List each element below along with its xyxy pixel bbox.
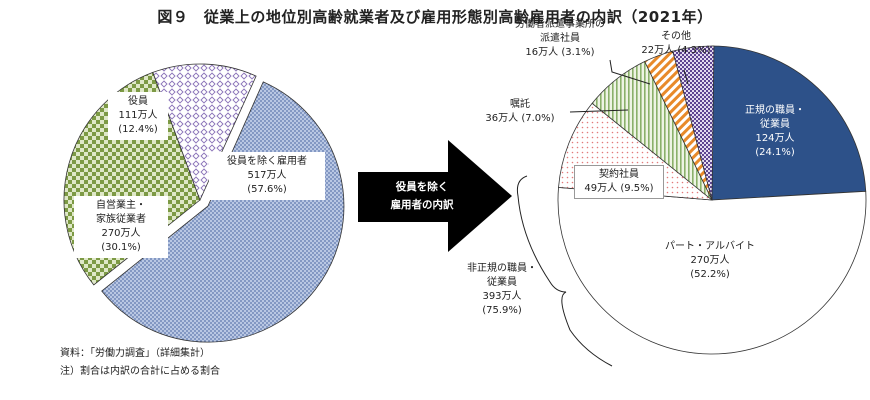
label-employees: 役員を除く雇用者 517万人 (57.6%) [209,152,325,200]
slice-percent: (30.1%) [101,242,141,253]
slice-label: 正規の職員・ [745,105,805,116]
slice-value-line: 49万人 (9.5%) [581,182,657,196]
slice-value-line: 36万人 (7.0%) [472,112,568,126]
slice-value-line: 16万人 (3.1%) [500,46,620,60]
slice-percent: (3.1%) [561,47,595,58]
slice-percent: (7.0%) [521,113,555,124]
slice-percent: (24.1%) [755,147,795,158]
pie-slice [557,187,867,355]
slice-label: その他 [661,31,691,42]
slice-value: 22万人 [641,45,675,56]
pie-right [557,45,867,355]
label-regular: 正規の職員・ 従業員 124万人 (24.1%) [728,104,822,160]
slice-label: 労働者派遣事業所の [515,19,605,30]
source-note: 資料：「労働力調査」（詳細集計） [60,348,210,359]
pie-slice [152,63,257,202]
label-dispatch: 労働者派遣事業所の 派遣社員 16万人 (3.1%) [500,18,620,60]
label-officers: 役員 111万人 (12.4%) [108,92,168,140]
slice-value: 111万人 [118,110,158,121]
slice-percent: (52.2%) [690,269,730,280]
pie-slice [101,81,345,343]
footnote: 注）割合は内訳の合計に占める割合 [60,366,220,377]
arrow-label: 役員を除く 雇用者の内訳 [372,178,472,214]
label-contract: 契約社員 49万人 (9.5%) [574,165,664,199]
slice-value: 270万人 [101,228,141,239]
slice-label: 派遣社員 [540,33,580,44]
slice-percent: (4.3%) [677,45,711,56]
slice-value: 49万人 [584,183,618,194]
label-self-employed: 自営業主・ 家族従業者 270万人 (30.1%) [74,196,168,258]
arrow-label-line: 雇用者の内訳 [390,199,454,211]
pie-slice [672,45,715,201]
slice-label: 家族従業者 [96,214,146,225]
slice-percent: (57.6%) [247,184,287,195]
label-other: その他 22万人 (4.3%) [628,30,724,58]
group-value: 393万人 [482,291,522,302]
slice-label: 役員を除く雇用者 [227,156,307,167]
leader-sonota [683,69,689,85]
slice-label: パート・アルバイト [665,241,755,252]
pie-slice [711,45,867,201]
slice-label: 役員 [128,96,148,107]
group-label: 従業員 [487,277,517,288]
leader-shokutaku [569,109,629,113]
label-part-time: パート・アルバイト 270万人 (52.2%) [650,240,770,282]
slice-label: 自営業主・ [96,200,146,211]
slice-value: 517万人 [247,170,287,181]
group-brace [516,175,613,367]
slice-label: 契約社員 [599,169,639,180]
slice-value: 36万人 [485,113,519,124]
slice-value: 124万人 [755,133,795,144]
group-percent: (75.9%) [482,305,522,316]
arrow-label-line: 役員を除く [395,181,449,193]
slice-percent: (12.4%) [118,124,158,135]
slice-percent: (9.5%) [620,183,654,194]
arrow-shape [358,140,512,252]
slice-label: 従業員 [760,119,790,130]
slice-value: 16万人 [525,47,559,58]
label-non-regular: 非正規の職員・ 従業員 393万人 (75.9%) [452,262,552,318]
slice-label: 嘱託 [510,99,530,110]
slice-value: 270万人 [690,255,730,266]
leader-haken [609,59,651,85]
slice-value-line: 22万人 (4.3%) [628,44,724,58]
chart-title: 図９ 従業上の地位別高齢就業者及び雇用形態別高齢雇用者の内訳（2021年） [157,8,713,26]
group-label: 非正規の職員・ [467,263,537,274]
label-shokutaku: 嘱託 36万人 (7.0%) [472,98,568,126]
